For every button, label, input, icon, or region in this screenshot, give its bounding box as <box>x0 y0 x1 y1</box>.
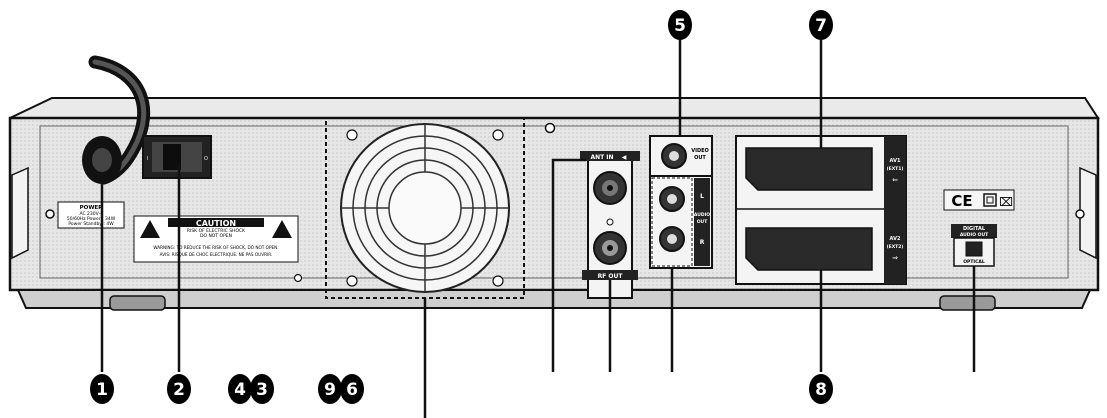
callout-6: 6 <box>340 374 364 404</box>
callout-3: 3 <box>250 374 274 404</box>
audio-out-label-1: AUDIO <box>694 212 710 218</box>
digital-audio-out: DIGITAL AUDIO OUT OPTICAL <box>951 224 997 267</box>
ce-mark: CE <box>951 192 972 210</box>
power-label-title: POWER <box>80 205 104 211</box>
av2-scart-connector <box>745 227 873 271</box>
scart-panel: AV1 (EXT1) ⇐ AV2 (EXT2) ⇒ <box>735 135 907 285</box>
callout-1: 1 <box>90 374 114 404</box>
caution-title: CAUTION <box>196 219 236 228</box>
antenna-in-arrow-icon: ◀ <box>622 154 627 161</box>
callout-7: 7 <box>809 10 833 40</box>
warning-line-1: WARNING: TO REDUCE THE RISK OF SHOCK, DO… <box>153 245 278 250</box>
av2-label-2: (EXT2) <box>887 244 904 250</box>
svg-text:O: O <box>204 156 208 162</box>
av2-arrow-icon: ⇒ <box>892 254 898 262</box>
digital-audio-label-1: DIGITAL <box>963 226 986 232</box>
callout-8: 8 <box>809 374 833 404</box>
svg-text:I: I <box>147 156 148 162</box>
rf-out-label: RF OUT <box>598 273 624 280</box>
power-label-line-3: Power Standby : 4W <box>68 221 114 227</box>
callout-5-number: 5 <box>674 16 686 36</box>
av-out-panel: VIDEO OUT L AUDIO OUT R <box>649 135 713 269</box>
power-label-line-2: 50/60Hz Power : 34W <box>67 216 116 222</box>
callout-5: 5 <box>668 10 692 40</box>
callout-6-number: 6 <box>346 380 358 400</box>
caution-label: CAUTION RISK OF ELECTRIC SHOCK DO NOT OP… <box>133 215 299 263</box>
leader-lines <box>100 40 976 418</box>
weee-bin-icon: ⌧ <box>999 195 1013 209</box>
power-switch: I O <box>142 135 212 179</box>
av1-scart-connector <box>745 147 873 191</box>
av1-label-2: (EXT1) <box>887 166 904 172</box>
callout-9: 9 <box>318 374 342 404</box>
callout-9-number: 9 <box>324 380 336 400</box>
av1-arrow-icon: ⇐ <box>892 176 898 184</box>
double-insulation-icon <box>983 193 997 207</box>
callout-8-number: 8 <box>815 380 827 400</box>
optical-port <box>965 241 983 257</box>
digital-audio-label-2: AUDIO OUT <box>960 232 989 238</box>
optical-label: OPTICAL <box>963 259 985 265</box>
callout-2: 2 <box>167 374 191 404</box>
lightning-warning-icon <box>140 220 160 238</box>
audio-out-label-2: OUT <box>697 219 708 225</box>
callout-3-number: 3 <box>256 380 268 400</box>
callout-4: 4 <box>228 374 252 404</box>
power-rating-label: POWER AC 230V~ 50/60Hz Power : 34W Power… <box>57 201 125 229</box>
warning-line-2: AVIS: RISQUE DE CHOC ELECTRIQUE. NE PAS … <box>160 252 273 257</box>
caution-line-1: RISK OF ELECTRIC SHOCK <box>187 228 246 234</box>
cooling-fan <box>325 117 525 299</box>
av1-label-1: AV1 <box>890 158 901 164</box>
av2-label-1: AV2 <box>890 236 901 242</box>
power-cord <box>82 55 151 185</box>
video-out-label-2: OUT <box>694 155 706 161</box>
callout-7-number: 7 <box>815 16 827 36</box>
callout-2-number: 2 <box>173 380 185 400</box>
audio-mark-right: R <box>700 239 705 246</box>
video-out-label-1: VIDEO <box>691 148 709 154</box>
callout-4-number: 4 <box>234 380 246 400</box>
exclamation-warning-icon <box>272 220 292 238</box>
ant-in-label: ANT IN <box>590 154 613 161</box>
compliance-marks: CE ⌧ <box>943 189 1015 211</box>
power-label-line-1: AC 230V~ <box>79 211 102 217</box>
audio-mark-left: L <box>700 193 704 200</box>
rf-panel: ANT IN ◀ RF OUT <box>580 151 640 299</box>
callout-1-number: 1 <box>96 380 108 400</box>
caution-line-2: DO NOT OPEN <box>200 233 232 239</box>
